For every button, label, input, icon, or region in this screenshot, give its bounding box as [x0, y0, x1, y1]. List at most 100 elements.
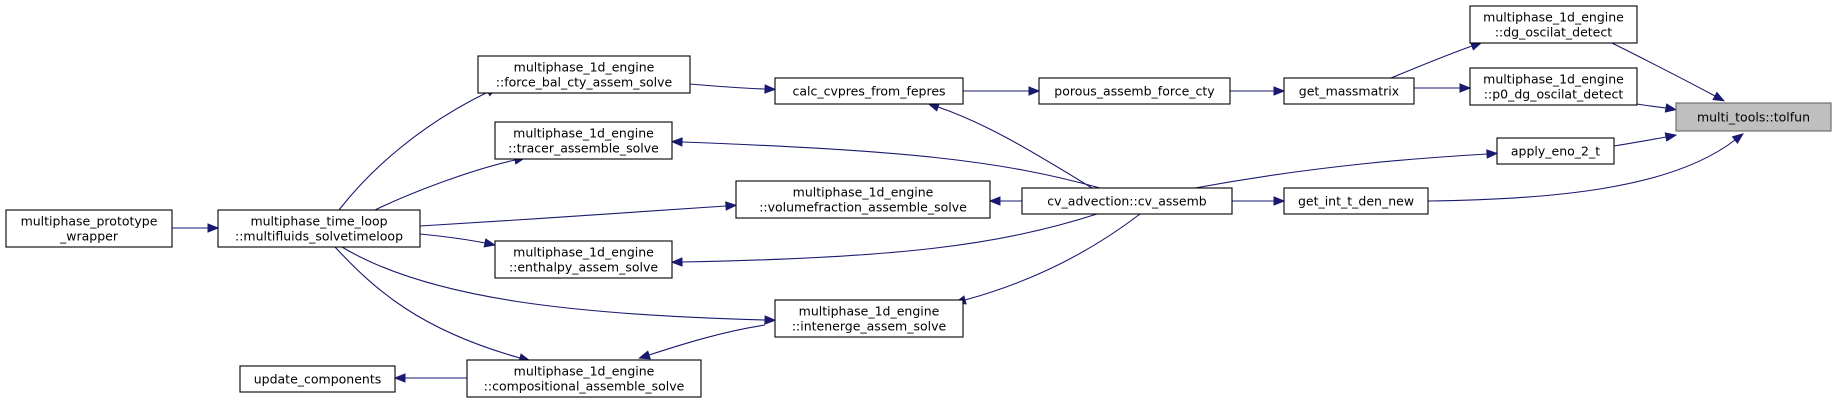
edge-line	[374, 159, 516, 211]
node-cvass[interactable]: cv_advection::cv_assemb	[1021, 187, 1233, 215]
node-proto[interactable]: multiphase_prototype_wrapper	[5, 209, 173, 248]
node-label: calc_cvpres_from_fepres	[792, 84, 945, 99]
node-porous[interactable]: porous_assemb_force_cty	[1038, 77, 1231, 105]
edge-inter-to-comp	[638, 324, 766, 360]
node-tolfun[interactable]: multi_tools::tolfun	[1675, 102, 1832, 132]
node-box	[466, 359, 702, 398]
edge-loop-to-enth	[419, 233, 497, 248]
node-box	[1469, 67, 1638, 106]
edge-line	[964, 213, 1141, 301]
node-box	[1283, 77, 1415, 105]
node-label: multiphase_1d_engine	[1483, 72, 1624, 87]
edge-line	[338, 91, 489, 211]
arrowhead	[1273, 196, 1286, 206]
node-box	[1021, 187, 1233, 215]
node-volfrac[interactable]: multiphase_1d_engine::volumefraction_ass…	[735, 180, 991, 219]
edge-proto-to-loop	[172, 223, 220, 233]
edge-force-to-calccv	[689, 83, 777, 94]
edge-cvass-to-volfrac	[988, 196, 1022, 206]
node-box	[494, 121, 673, 160]
node-label: get_int_t_den_new	[1298, 194, 1414, 209]
arrowhead	[393, 373, 406, 383]
arrowhead	[1486, 149, 1499, 159]
edge-loop-to-inter	[341, 246, 777, 325]
arrowhead	[764, 84, 777, 94]
edge-dg_osc-to-tolfun	[1611, 42, 1726, 102]
node-label: ::force_bal_cty_assem_solve	[496, 75, 673, 90]
node-p0dg_osc[interactable]: multiphase_1d_engine::p0_dg_oscilat_dete…	[1469, 67, 1638, 106]
arrowhead	[988, 196, 1001, 206]
edge-line	[681, 141, 1101, 189]
node-update[interactable]: update_components	[239, 365, 396, 393]
edge-line	[419, 205, 727, 227]
edge-massm-to-p0dg_osc	[1413, 83, 1472, 93]
edge-line	[1194, 153, 1488, 189]
node-box	[239, 365, 396, 393]
edge-line	[1611, 42, 1716, 97]
edge-line	[1613, 136, 1667, 147]
arrowhead	[1028, 86, 1041, 96]
node-force[interactable]: multiphase_1d_engine::force_bal_cty_asse…	[477, 55, 691, 94]
edge-line	[1427, 139, 1736, 202]
node-label: multiphase_1d_engine	[1483, 10, 1624, 25]
edge-cvass-to-tracer	[670, 137, 1101, 189]
node-label: update_components	[254, 372, 382, 387]
edge-calccv-to-porous	[963, 86, 1041, 96]
edge-loop-to-tracer	[374, 155, 527, 211]
node-loop[interactable]: multiphase_time_loop::multifluids_solvet…	[217, 209, 421, 248]
node-intden[interactable]: get_int_t_den_new	[1283, 187, 1429, 215]
edge-line	[341, 246, 766, 321]
node-label: ::tracer_assemble_solve	[508, 141, 659, 156]
node-label: multiphase_1d_engine	[793, 185, 934, 200]
node-label: multi_tools::tolfun	[1697, 110, 1810, 125]
node-enth[interactable]: multiphase_1d_engine::enthalpy_assem_sol…	[494, 240, 673, 279]
arrowhead	[483, 238, 497, 248]
node-label: ::enthalpy_assem_solve	[509, 260, 658, 275]
arrowhead	[670, 137, 683, 147]
node-label: cv_advection::cv_assemb	[1047, 194, 1207, 209]
edge-p0dg_osc-to-tolfun	[1636, 103, 1678, 113]
node-inter[interactable]: multiphase_1d_engine::intenerge_assem_so…	[774, 299, 964, 338]
arrowhead	[1459, 83, 1472, 93]
node-label: multiphase_1d_engine	[799, 304, 940, 319]
edge-line	[419, 233, 486, 244]
arrowhead	[725, 201, 738, 211]
node-label: multiphase_1d_engine	[513, 126, 654, 141]
node-label: multiphase_1d_engine	[514, 60, 655, 75]
node-label: multiphase_prototype	[21, 214, 158, 229]
edge-cvass-to-eno	[1194, 149, 1499, 189]
edge-line	[334, 246, 521, 359]
edge-layer	[172, 41, 1744, 383]
node-label: ::intenerge_assem_solve	[792, 319, 947, 334]
edge-cvass-to-calccv	[927, 102, 1093, 189]
edge-line	[937, 106, 1093, 189]
node-label: multiphase_time_loop	[250, 214, 387, 229]
node-label: get_massmatrix	[1299, 84, 1399, 99]
node-label: ::multifluids_solvetimeloop	[235, 229, 403, 244]
node-label: multiphase_1d_engine	[513, 245, 654, 260]
arrowhead	[764, 315, 777, 325]
node-label: porous_assemb_force_cty	[1054, 84, 1215, 99]
node-box	[1675, 102, 1832, 132]
node-box	[1283, 187, 1429, 215]
edge-comp-to-update	[393, 373, 468, 383]
edge-line	[648, 324, 766, 356]
edge-intden-to-tolfun	[1427, 133, 1744, 202]
node-label: _wrapper	[59, 229, 119, 244]
node-box	[774, 299, 964, 338]
arrowhead	[638, 350, 651, 360]
node-calccv[interactable]: calc_cvpres_from_fepres	[774, 77, 964, 105]
arrowhead	[1712, 91, 1726, 102]
node-box	[494, 240, 673, 279]
node-comp[interactable]: multiphase_1d_engine::compositional_asse…	[466, 359, 702, 398]
node-tracer[interactable]: multiphase_1d_engine::tracer_assemble_so…	[494, 121, 673, 160]
arrowhead	[207, 223, 220, 233]
edge-line	[681, 213, 1098, 263]
arrowhead	[670, 257, 683, 267]
node-massm[interactable]: get_massmatrix	[1283, 77, 1415, 105]
node-box	[477, 55, 691, 94]
node-label: apply_eno_2_t	[1511, 144, 1600, 159]
node-dg_osc[interactable]: multiphase_1d_engine::dg_oscilat_detect	[1469, 5, 1638, 44]
node-eno[interactable]: apply_eno_2_t	[1496, 137, 1615, 165]
node-box	[1469, 5, 1638, 44]
